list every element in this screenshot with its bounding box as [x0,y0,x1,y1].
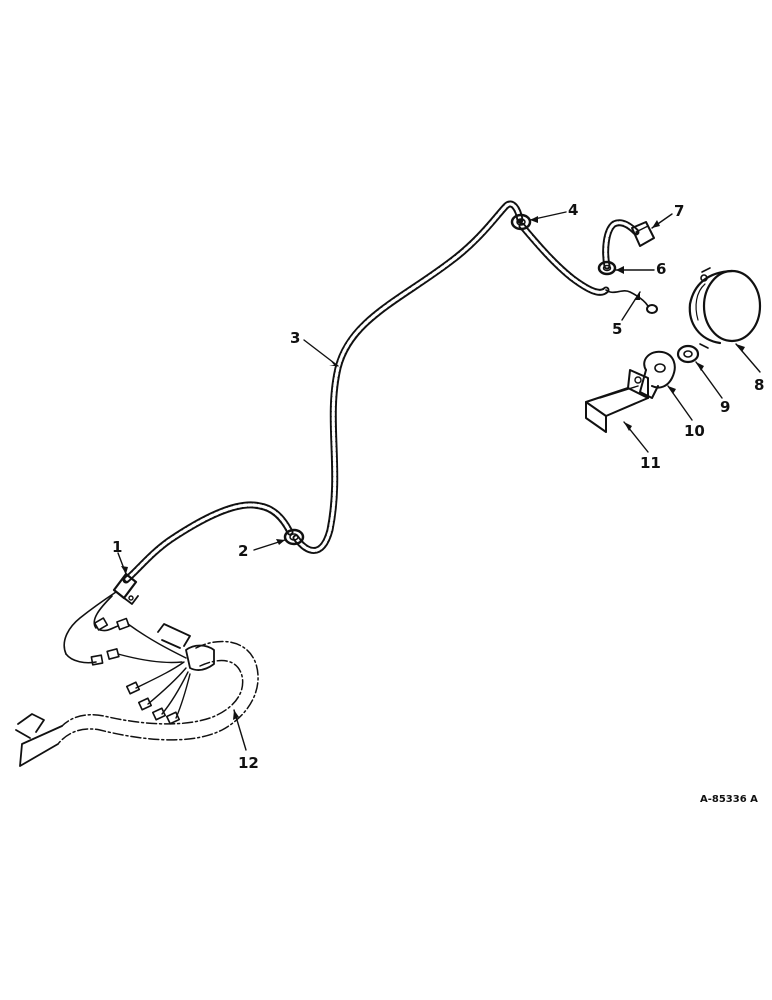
callout-7: 7 [674,202,684,220]
callout-6: 6 [656,260,666,278]
callout-11: 11 [640,454,661,472]
callout-4: 4 [568,201,578,219]
terminal-leads [125,661,191,725]
callout-labels: 1 2 3 4 5 6 7 8 9 10 11 12 A-85336 A [112,201,764,805]
pigtail-wires [63,591,187,666]
callout-3: 3 [290,329,300,347]
callout-9: 9 [720,398,730,416]
lower-harness-tube [15,623,259,767]
grommet-2 [283,528,305,546]
connector-plug [631,221,655,247]
callout-1: 1 [112,538,122,556]
mounting-bracket [585,369,649,433]
washer [676,344,700,364]
callout-leaders [117,211,761,751]
callout-12: 12 [238,754,259,772]
callout-2: 2 [238,542,248,560]
drawing-code: A-85336 A [700,794,758,805]
main-harness-cable [292,200,524,554]
clamp-clip [639,350,676,399]
right-harness-cable [518,222,610,296]
lamp-lead-cable [602,219,640,270]
ground-wire [605,289,658,314]
grommet-4 [510,213,532,231]
callout-5: 5 [612,320,622,338]
grommet-6 [597,260,617,276]
harness-connector-clip [112,572,139,605]
callout-8: 8 [754,376,764,394]
lamp-housing [688,267,762,349]
lower-harness-cable [122,501,294,584]
callout-10: 10 [684,422,705,440]
